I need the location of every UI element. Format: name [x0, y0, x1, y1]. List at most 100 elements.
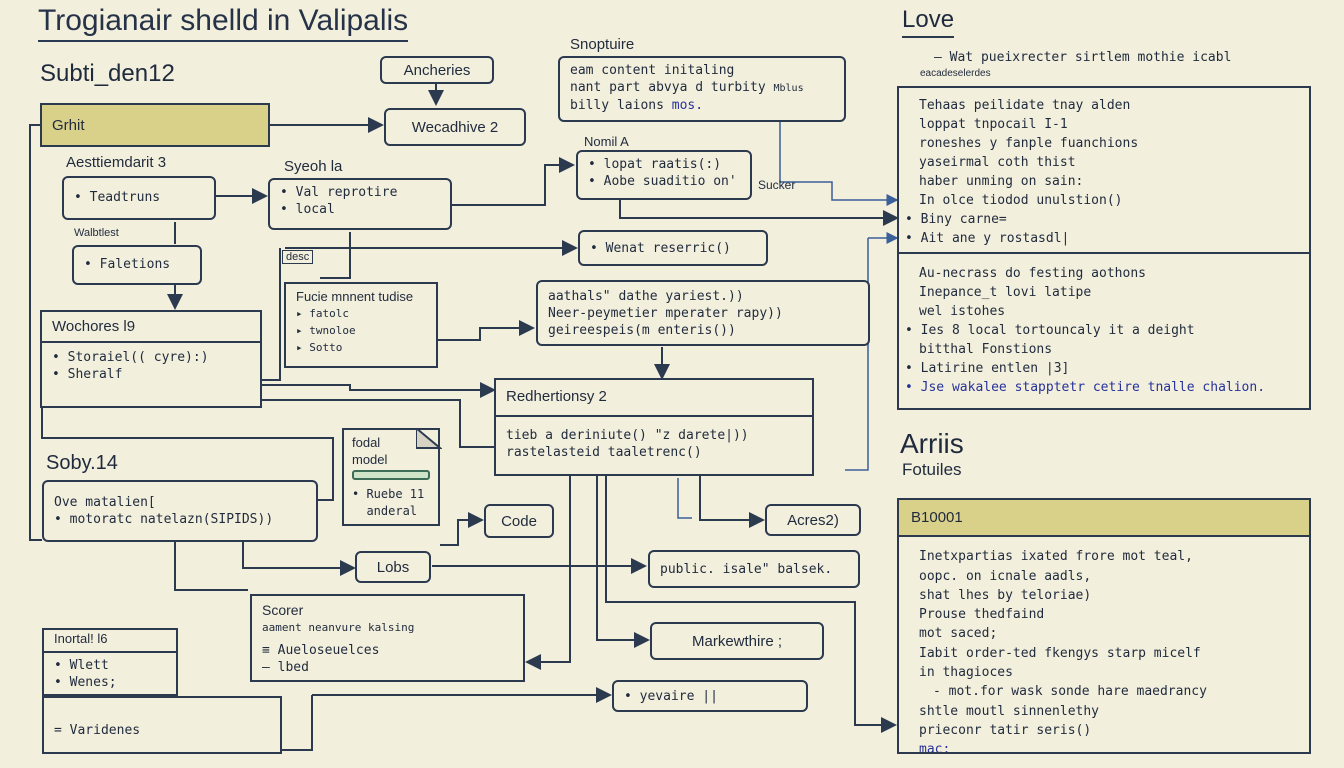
- love-intro-sub: eacadeselerdes: [920, 68, 991, 79]
- ove-line-2: motoratc natelazn(SIPIDS)): [69, 512, 274, 527]
- snoptuire-tag: Mblus: [773, 83, 804, 94]
- arriis-line: Iabit order-ted fkengys starp micelf: [919, 645, 1201, 661]
- love-bullet: Biny carne=: [920, 212, 1007, 227]
- redhertionsy-item: rastelasteid taaletrenc(): [506, 445, 702, 460]
- arriis-line: Prouse thedfaind: [919, 607, 1045, 623]
- fusements-node[interactable]: Fucie mnnent tudise ▸ fatolc ▸ twnoloe ▸…: [284, 282, 438, 368]
- acresz-node[interactable]: Acres2): [765, 504, 861, 536]
- love-line: wel istohes: [919, 304, 1006, 319]
- ancheries-node[interactable]: Ancheries: [380, 56, 494, 84]
- snoptuire-line-1: eam content initaling: [570, 63, 735, 78]
- snoptuire-line-2: nant part abvya d turbity: [570, 80, 766, 95]
- val-node[interactable]: • Val reprotire • local: [268, 178, 452, 230]
- syeth-label: Syeoh la: [284, 158, 343, 175]
- redhertionsy-node[interactable]: Redhertionsy 2 tieb a deriniute() "z dar…: [494, 378, 814, 476]
- love-intro-text: Wat pueixrecter sirtlem mothie icabl: [949, 50, 1232, 65]
- fusements-item: fatolc: [309, 307, 349, 320]
- scorer-header: Scorer: [262, 602, 304, 618]
- love-bullet: Ies 8 local tortouncaly it a deight: [920, 323, 1195, 338]
- arriis-panel: B10001 Inetxpartias ixated frore mot tea…: [897, 498, 1311, 754]
- wochores-item: Sheralf: [67, 367, 123, 382]
- snoptuire-line-3: billy laions: [570, 98, 664, 113]
- fodal-title: fodal: [352, 435, 381, 450]
- wecadhive-label: Wecadhive 2: [411, 118, 499, 136]
- inortal-item: Wenes;: [69, 675, 117, 690]
- snoptuire-node[interactable]: eam content initaling nant part abvya d …: [558, 56, 846, 122]
- acresz-label: Acres2): [787, 511, 839, 529]
- love-line: Inepance_t lovi latipe: [919, 285, 1092, 300]
- varidenes-label: Varidenes: [69, 723, 141, 738]
- love-line: Au-necrass do festing aothons: [919, 266, 1146, 281]
- scorer-node[interactable]: Scorer aament neanvure kalsing ≡ Auelose…: [250, 594, 525, 682]
- yevaire-node[interactable]: • yevaire ||: [612, 680, 808, 712]
- love-divider: [899, 252, 1309, 254]
- sucker-tag: Sucker: [758, 178, 796, 192]
- arriis-line: shat lhes by teloriae): [919, 587, 1092, 603]
- teadtruns-node[interactable]: • Teadtruns: [62, 176, 216, 220]
- public-label: public. isale" balsek.: [660, 562, 833, 577]
- wenat-label: Wenat reserric(): [605, 241, 731, 256]
- lobs-label: Lobs: [376, 558, 410, 576]
- page-fold-icon: [416, 426, 442, 449]
- inortal-node[interactable]: Inortal! l6 • Wlett • Wenes;: [42, 628, 178, 696]
- val-line-1: Val reprotire: [295, 185, 398, 200]
- subtitle: Subti_den12: [40, 60, 175, 87]
- arriis-line: oopc. on icnale aadls,: [919, 568, 1092, 584]
- varidenes-node[interactable]: = Varidenes: [42, 696, 282, 754]
- aathals-line: Neer-peymetier mperater rapy)): [548, 306, 783, 321]
- love-line: In olce tiodod unulstion(): [919, 193, 1123, 208]
- wochores-header: Wochores l9: [42, 312, 260, 343]
- public-node[interactable]: public. isale" balsek.: [648, 550, 860, 588]
- love-line: bitthal Fonstions: [919, 342, 1053, 357]
- wochores-node[interactable]: Wochores l9 • Storaiel(( cyre):) • Shera…: [40, 310, 262, 408]
- aathals-line: aathals" dathe yariest.)): [548, 289, 744, 304]
- arriis-heading: Arriis: [900, 428, 964, 459]
- redhertionsy-header: Redhertionsy 2: [496, 380, 812, 417]
- fodal-progress-bar: [352, 470, 430, 480]
- lopat-line-1: lopat raatis(:): [603, 157, 722, 172]
- soby-label: Soby.14: [46, 452, 118, 474]
- wenat-node[interactable]: • Wenat reserric(): [578, 230, 768, 266]
- walties-tag: Walbtlest: [74, 227, 119, 239]
- code-label: Code: [501, 512, 537, 530]
- ove-line-1: Ove matalien[: [54, 495, 156, 510]
- ancheries-label: Ancheries: [403, 61, 471, 79]
- scorer-sub: aament neanvure kalsing: [262, 621, 415, 634]
- grhit-label: Grhit: [52, 117, 85, 134]
- arriis-line: mot saced;: [919, 626, 998, 642]
- love-line: loppat tnpocail I-1: [919, 117, 1068, 132]
- fodal-item: anderal: [366, 504, 418, 518]
- aathals-node[interactable]: aathals" dathe yariest.)) Neer-peymetier…: [536, 280, 870, 346]
- love-intro: – Wat pueixrecter sirtlem mothie icabl: [934, 50, 1232, 65]
- lobs-node[interactable]: Lobs: [355, 551, 431, 583]
- love-line: roneshes y fanple fuanchions: [919, 136, 1139, 151]
- wecadhive-node[interactable]: Wecadhive 2: [384, 108, 526, 146]
- grhit-node[interactable]: Grhit: [40, 103, 270, 147]
- lopat-line-2: Aobe suaditio on': [603, 174, 737, 189]
- markewthire-label: Markewthire ;: [691, 632, 783, 650]
- ove-node[interactable]: Ove matalien[ • motoratc natelazn(SIPIDS…: [42, 480, 318, 542]
- fusements-header: Fucie mnnent tudise: [296, 289, 414, 304]
- love-line: haber unming on sain:: [919, 174, 1084, 189]
- lopat-node[interactable]: • lopat raatis(:) • Aobe suaditio on': [576, 150, 752, 200]
- fodal-title: model: [352, 452, 388, 467]
- aesthendant-label: Aesttiemdarit 3: [66, 154, 167, 171]
- code-node[interactable]: Code: [484, 504, 554, 538]
- markewthire-node[interactable]: Markewthire ;: [650, 622, 824, 660]
- love-bullet: Jse wakalee stapptetr cetire tnalle chal…: [920, 380, 1266, 395]
- fusements-item: twnoloe: [309, 324, 356, 337]
- page-title: Trogianair shelld in Valipalis: [38, 4, 409, 42]
- snoptuire-blue: mos.: [671, 98, 704, 113]
- love-bullet: Latirine entlen |3]: [920, 361, 1070, 376]
- fodal-item: Ruebe 11: [366, 487, 425, 501]
- arriis-header: B10001: [899, 500, 1309, 538]
- arriis-line: Inetxpartias ixated frore mot teal,: [919, 549, 1193, 565]
- faletions-label: Faletions: [99, 257, 171, 272]
- arriis-sub: Fotuiles: [902, 460, 962, 479]
- arriis-line: in thagioces: [919, 665, 1013, 681]
- fusements-item: Sotto: [309, 341, 343, 354]
- nomil-label: Nomil A: [584, 134, 629, 149]
- faletions-node[interactable]: • Faletions: [72, 245, 202, 285]
- val-line-2: local: [295, 202, 335, 217]
